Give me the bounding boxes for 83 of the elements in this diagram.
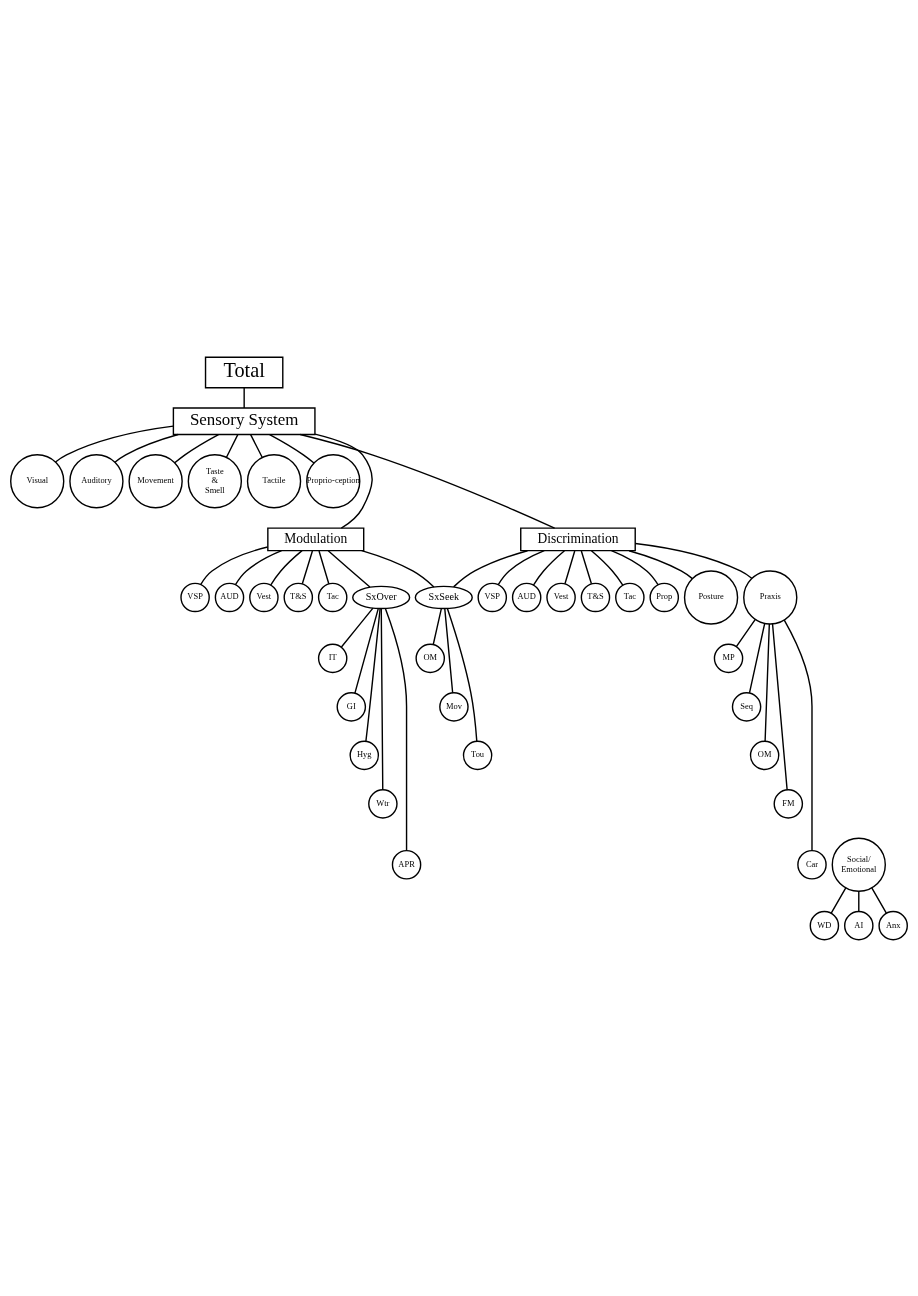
node-circle: Movement (128, 453, 183, 508)
connector (380, 607, 384, 790)
node-circle: Anx (878, 910, 908, 940)
node-circle: Hyg (349, 740, 380, 770)
node-circle: APR (391, 849, 422, 880)
connector (748, 622, 766, 694)
connector (432, 607, 443, 645)
node-circle: Tac (615, 582, 645, 612)
connector (354, 607, 379, 694)
connector (771, 622, 788, 790)
node-ellipse: SxSeek (414, 585, 473, 609)
connector (858, 890, 860, 912)
node-circle: IT (317, 643, 348, 673)
connector (249, 433, 263, 458)
connector (299, 433, 556, 529)
connector (243, 386, 245, 409)
node-circle: VSP (477, 582, 508, 612)
connector (327, 549, 371, 588)
node-box: Sensory System (172, 406, 316, 435)
connector (532, 549, 566, 586)
connector (114, 433, 179, 463)
node-circle: AUD (511, 582, 542, 612)
connector (340, 606, 374, 648)
node-circle: OM (415, 643, 446, 673)
node-circle: WD (809, 910, 840, 940)
node-circle: Wtr (368, 788, 398, 819)
node-circle: Social/ Emotional (831, 837, 886, 892)
connector (225, 433, 239, 458)
connector (444, 607, 454, 693)
connector (200, 545, 269, 585)
connector (830, 886, 847, 914)
connector (580, 549, 593, 584)
node-circle: Visual (10, 453, 65, 508)
node-circle: Prop (649, 582, 680, 612)
connector (361, 549, 435, 588)
connector (871, 886, 888, 914)
node-circle: AI (844, 910, 874, 940)
node-circle: Seq (731, 691, 762, 722)
node-circle: Mov (439, 691, 469, 722)
node-circle: Auditory (69, 453, 124, 508)
node-circle: Tou (462, 740, 493, 770)
node-box: Discrimination (520, 526, 636, 551)
connector (628, 549, 694, 579)
node-box: Total (204, 356, 284, 388)
node-circle: Vest (546, 582, 576, 612)
connector (452, 549, 529, 588)
connector (365, 607, 381, 742)
connector (301, 549, 314, 584)
node-circle: Proprio-ception (306, 453, 361, 508)
connector (446, 607, 478, 742)
node-circle: Posture (683, 569, 739, 625)
connector (497, 549, 545, 585)
connector (54, 424, 175, 463)
connector (783, 618, 813, 851)
connector (634, 542, 753, 579)
node-circle: Tactile (246, 453, 302, 508)
node-circle: GI (336, 691, 367, 722)
node-ellipse: SxOver (352, 585, 411, 609)
connector (764, 622, 771, 742)
node-circle: MP (713, 643, 744, 673)
connector (590, 549, 624, 586)
node-circle: VSP (180, 582, 210, 612)
connector (564, 549, 576, 584)
node-circle: Car (797, 849, 827, 880)
connector (269, 549, 303, 586)
connector (234, 549, 283, 585)
node-circle: OM (749, 740, 780, 770)
connector (735, 618, 756, 647)
node-box: Modulation (267, 526, 365, 551)
connector (268, 433, 315, 464)
node-circle: Vest (249, 582, 279, 612)
node-circle: T&S (283, 582, 314, 612)
connector (384, 607, 408, 851)
node-circle: FM (773, 788, 804, 819)
connector (174, 433, 220, 464)
connector (610, 549, 659, 585)
connector (314, 432, 373, 529)
node-circle: T&S (580, 582, 611, 612)
node-circle: Taste & Smell (187, 453, 243, 508)
node-circle: Praxis (743, 569, 798, 625)
node-circle: AUD (214, 582, 245, 612)
connector (318, 549, 330, 584)
node-circle: Tac (317, 582, 348, 612)
